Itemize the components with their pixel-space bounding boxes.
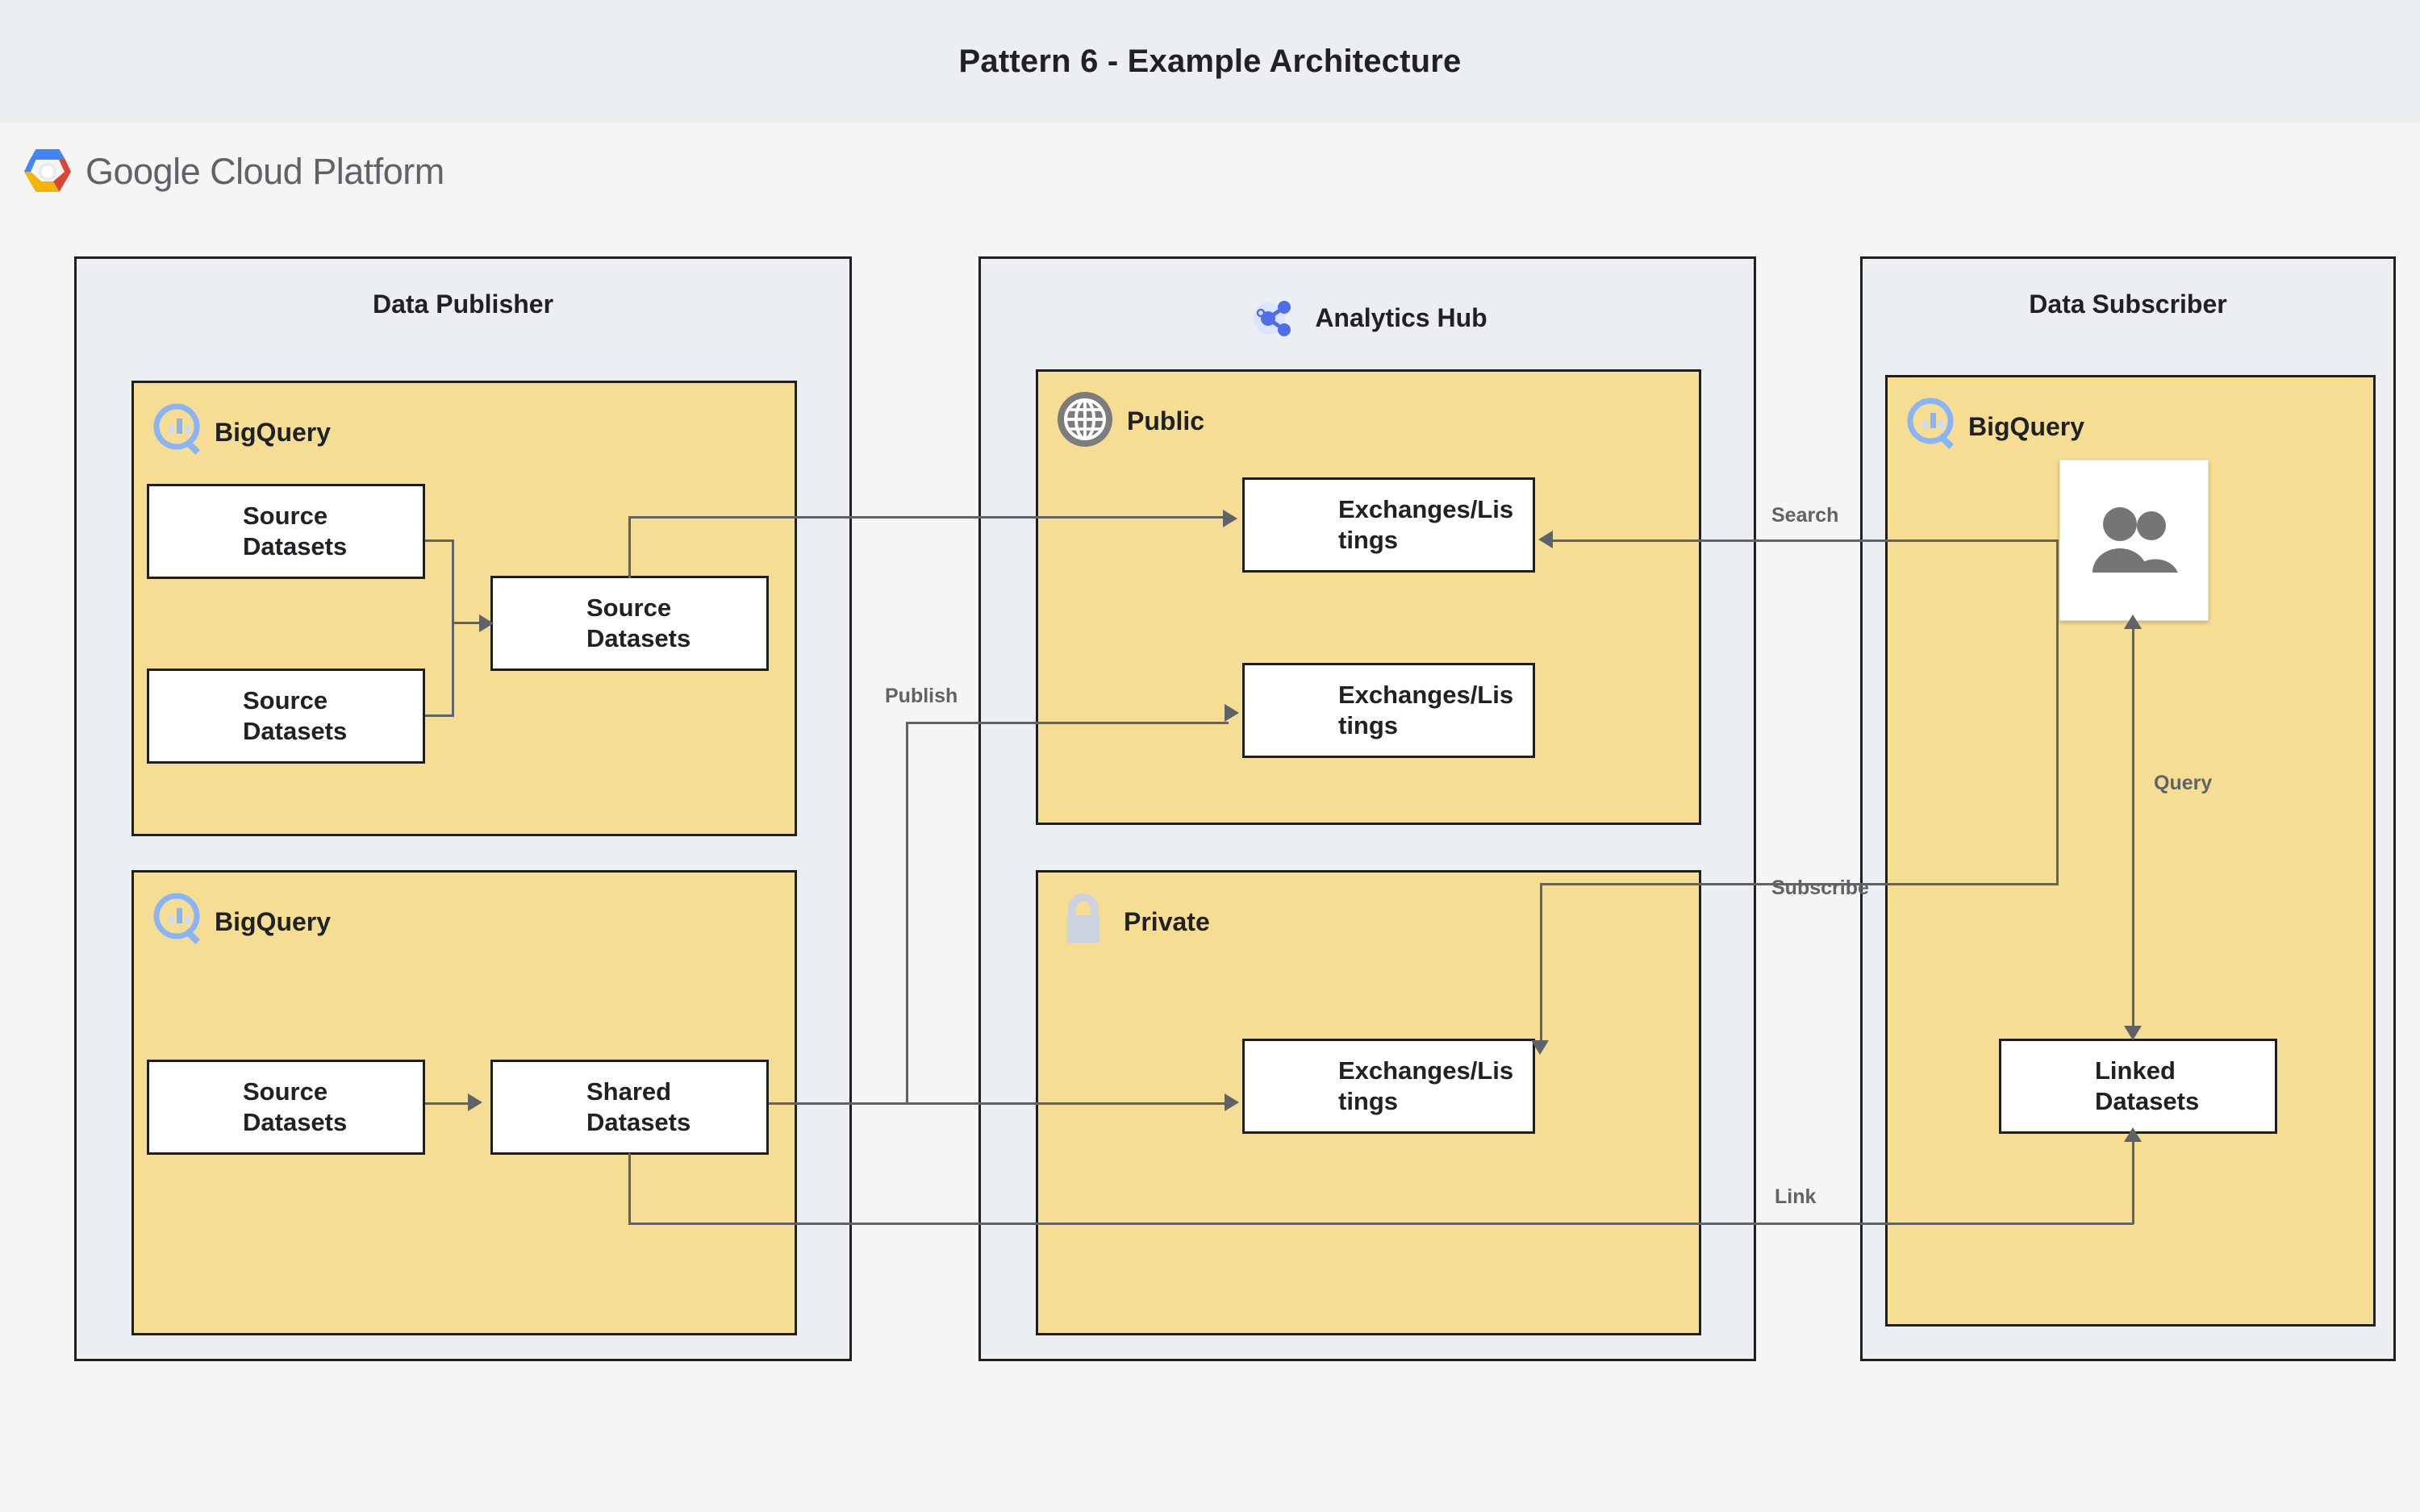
edge-label-search: Search (1771, 504, 1839, 527)
globe-icon (1054, 389, 1116, 454)
arrowhead-exchange1-left (1223, 510, 1237, 527)
connector-subscribe (1542, 883, 2059, 885)
bigquery-icon (150, 400, 211, 465)
panel-label-bigquery: BigQuery (215, 906, 332, 936)
dataset-icon (2027, 1064, 2074, 1109)
connector-source3-to-exchange1 (628, 516, 1226, 519)
dataset-icon (1270, 502, 1317, 548)
bigquery-icon (150, 889, 211, 955)
bigquery-icon (1904, 394, 1965, 460)
connector-source3-up (628, 516, 631, 578)
connector-source4-to-shared (425, 1102, 472, 1105)
edge-label-query: Query (2154, 772, 2213, 794)
arrowhead-private-exchange-left (1225, 1093, 1239, 1111)
arrowhead-exchange1-right (1538, 531, 1553, 548)
edge-label-publish: Publish (885, 685, 958, 707)
panel-header: BigQuery (1904, 395, 2084, 458)
panel-label-bigquery: BigQuery (215, 417, 332, 447)
lock-icon (1054, 889, 1112, 955)
arrowhead-exchange2-left (1225, 704, 1239, 722)
dataset-icon (175, 509, 222, 554)
panel-header: BigQuery (150, 890, 331, 953)
page-title: Pattern 6 - Example Architecture (958, 43, 1462, 79)
panel-header: Public (1054, 389, 1204, 452)
panel-header: Private (1054, 890, 1210, 953)
connector-link-up (2132, 1134, 2134, 1224)
connector-query (2132, 623, 2134, 1037)
node-users[interactable] (2059, 460, 2209, 621)
edge-label-subscribe: Subscribe (1771, 877, 1869, 899)
dataset-icon (519, 601, 565, 646)
group-title-analytics-hub: Analytics Hub (981, 289, 1754, 346)
panel-label-bigquery: BigQuery (1968, 411, 2085, 441)
connector-search (1553, 539, 2059, 542)
connector-to-source3 (452, 622, 484, 624)
dataset-icon (175, 1085, 222, 1130)
group-title-data-publisher: Data Publisher (372, 289, 554, 319)
connector-publish-to-exchange2 (906, 722, 1229, 724)
edge-label-link: Link (1775, 1185, 1817, 1208)
arrowhead-shared-left (468, 1093, 482, 1111)
gcp-brand-label: Google Cloud Platform (86, 151, 444, 192)
users-icon (2086, 500, 2183, 581)
arrowhead-to-source3 (479, 614, 494, 632)
connector-link-horizontal (628, 1223, 2134, 1225)
panel-label-public: Public (1127, 406, 1205, 435)
panel-label-private: Private (1124, 906, 1210, 936)
dataset-icon (1270, 1064, 1317, 1109)
arrowhead-private-exchange-right (1531, 1040, 1549, 1055)
dataset-icon (519, 1085, 565, 1130)
connector-search-vertical (2056, 539, 2059, 885)
dataset-icon (175, 694, 222, 739)
connector-source2 (425, 714, 454, 717)
panel-header: BigQuery (150, 401, 331, 464)
arrowhead-query-up (2124, 614, 2142, 629)
title-bar: Pattern 6 - Example Architecture (0, 0, 2420, 123)
connector-shared-to-private-exchange (769, 1102, 1229, 1105)
group-title-data-subscriber: Data Subscriber (2029, 289, 2227, 319)
dataset-icon (1270, 688, 1317, 733)
connector-publish-vertical (906, 722, 908, 1102)
connector-source1 (425, 539, 454, 542)
connector-subscribe-down (1540, 883, 1542, 1044)
arrowhead-linked-datasets-bottom (2124, 1127, 2142, 1142)
analytics-hub-icon (1247, 289, 1304, 346)
gcp-brand: Google Cloud Platform (24, 147, 444, 197)
connector-merge-vertical (452, 539, 454, 717)
gcp-hexagon-logo-icon (24, 147, 71, 197)
arrowhead-query-down (2124, 1026, 2142, 1040)
connector-link-down (628, 1153, 631, 1225)
